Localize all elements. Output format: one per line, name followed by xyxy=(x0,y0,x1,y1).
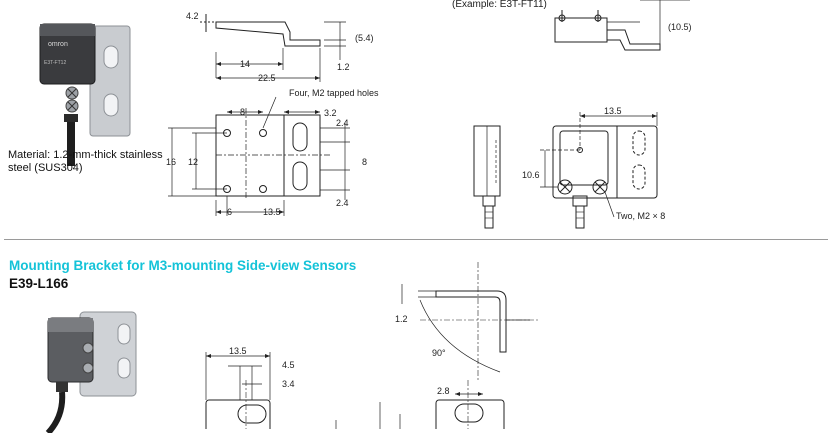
s2-dim-4-5: 4.5 xyxy=(282,360,295,370)
dim-14: 14 xyxy=(240,59,251,69)
material-note: Material: 1.2-mm-thick stainless steel (… xyxy=(8,149,168,175)
s2-dim-2-8: 2.8 xyxy=(437,386,450,396)
dim-13-5-bottom: 13.5 xyxy=(263,207,281,217)
drawings-section1 xyxy=(168,0,690,229)
dim-4-2: 4.2 xyxy=(186,11,199,21)
sensor-model-label: E3T-FT12 xyxy=(44,60,66,66)
s2-dim-3-4: 3.4 xyxy=(282,379,295,389)
dim-2-4-top: 2.4 xyxy=(336,118,349,128)
dim-16: 16 xyxy=(166,157,177,167)
dim-8-right: 8 xyxy=(362,157,368,167)
s2-dim-13-5: 13.5 xyxy=(229,346,247,356)
section2-title: Mounting Bracket for M3-mounting Side-vi… xyxy=(9,258,357,273)
section-divider xyxy=(4,239,828,240)
dim-13-5-right: 13.5 xyxy=(604,106,622,116)
dim-6: 6 xyxy=(227,207,233,217)
sensor-photo-e39-l: omron E3T-FT12 xyxy=(39,23,131,166)
dim-12: 12 xyxy=(188,157,199,167)
sensor-brand-label: omron xyxy=(48,41,68,48)
dim-22-5: 22.5 xyxy=(258,73,276,83)
s2-dim-1-2: 1.2 xyxy=(395,314,408,324)
material-note-text: Material: 1.2-mm-thick stainless steel (… xyxy=(8,149,163,174)
dim-5-4: (5.4) xyxy=(355,33,374,43)
dim-2-4-bottom: 2.4 xyxy=(336,198,349,208)
screws-note: Two, M2 × 8 xyxy=(616,211,666,221)
example-text: (Example: E3T-FT11) xyxy=(452,0,547,10)
dim-1-2-top: 1.2 xyxy=(337,62,350,72)
dim-10-5: (10.5) xyxy=(668,22,692,32)
holes-note: Four, M2 tapped holes xyxy=(289,88,379,98)
dim-3-2: 3.2 xyxy=(324,108,337,118)
dim-10-6: 10.6 xyxy=(522,170,540,180)
section2-model: E39-L166 xyxy=(9,276,69,291)
sensor-photo-e39-l166 xyxy=(45,311,137,433)
dim-8-top: 8 xyxy=(240,107,246,117)
s2-dim-90: 90° xyxy=(432,348,446,358)
